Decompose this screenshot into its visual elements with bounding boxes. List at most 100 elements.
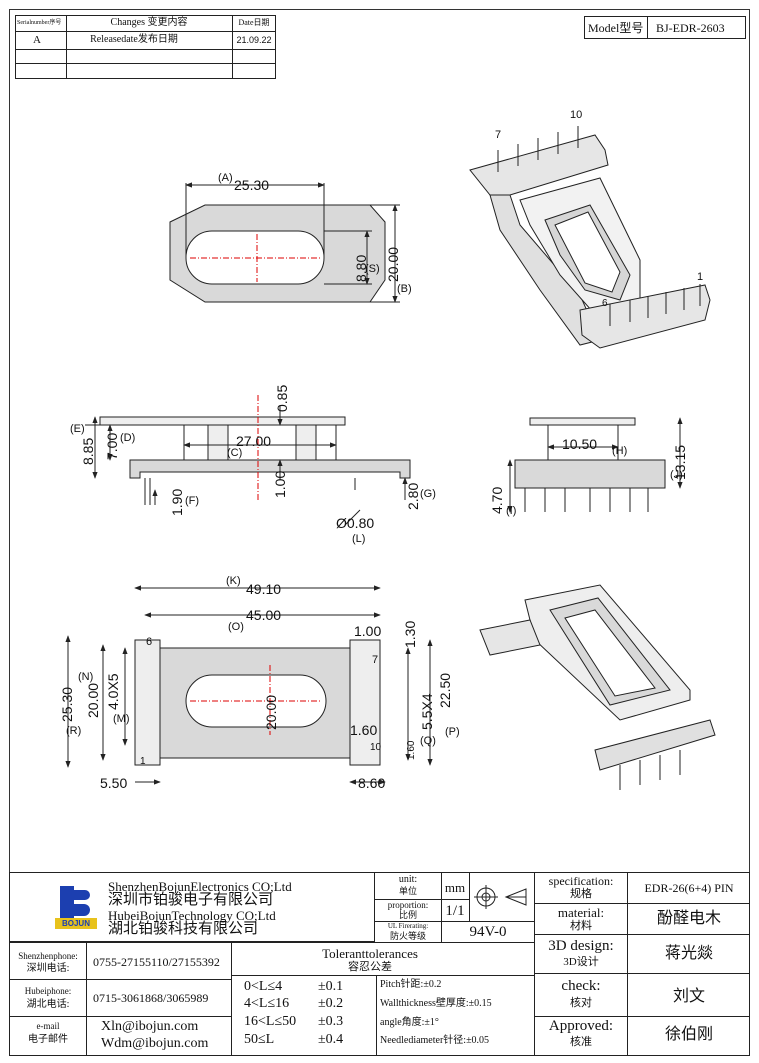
bottom-view [65,585,433,785]
dim-i-label: (I) [506,505,516,517]
dim-g-value: 2.80 [405,483,421,510]
detail-f: 8.60 [358,775,385,791]
dim-a-value: 25.30 [234,177,269,193]
check-cn: 核对 [570,997,592,1009]
dim-l-value: Ø0.80 [336,515,374,531]
tol-value-3: ±0.4 [318,1032,344,1047]
sz-phone-cn: 深圳电话: [26,963,70,974]
dim-top-value: 0.85 [274,385,290,412]
dim-r-label: (R) [66,725,81,737]
iso-pin6: 6 [602,298,608,309]
projection-symbol-icon [474,885,527,909]
tol-title-en: Toleranttolerances [322,946,418,961]
isometric-bottom [479,584,716,790]
email-cn: 电子邮件 [28,1034,68,1045]
rev-serial: A [33,34,41,46]
bv-pin10: 10 [370,742,382,753]
note-wall: Wallthickness壁厚度:±0.15 [380,998,492,1009]
side-view [507,417,683,513]
model-label: Model型号 [588,21,644,35]
note-pitch: Pitch针距:±0.2 [380,979,442,990]
dim-n-label: (N) [78,671,93,683]
iso-pin10: 10 [570,109,582,121]
bv-pin1: 1 [140,756,146,767]
spec-value: EDR-26(6+4) PIN [644,881,734,895]
col-date-header: Date日期 [238,18,270,27]
front-view [85,395,411,526]
detail-b: 1.30 [402,621,418,648]
material-value: 酚醛电木 [656,910,722,927]
rev-change: Releasedate发布日期 [90,34,178,45]
col-serial-header: Serialnumber序号 [17,20,62,26]
dim-k-value: 49.10 [246,581,281,597]
note-angle: angle角度:±1° [380,1017,439,1028]
dim-n-value: 20.00 [85,683,101,718]
dim-b-value: 20.00 [385,247,401,282]
tol-range-1: 4<L≤16 [244,996,290,1011]
material-en: material: [557,905,605,920]
hb-phone: 0715-3061868/3065989 [93,991,209,1005]
dim-m-value: 4.0X5 [105,673,121,710]
bv-pin7: 7 [372,654,378,666]
approved-cn: 核准 [570,1036,592,1048]
email-en: e-mail [36,1021,60,1031]
company-logo: BOJUN [55,886,97,930]
dim-d-value: 7.00 [104,433,120,460]
dim-left-value: 5.50 [100,775,127,791]
detail-e: 1.60 [406,740,417,760]
top-view [169,182,400,303]
dim-e-value: 8.85 [80,438,96,465]
logo-text: BOJUN [55,918,97,929]
detail-c: 5.5X4 [419,693,435,730]
check-en: check: [561,978,601,994]
design-en: 3D design: [548,938,614,954]
dim-s-value: 8.80 [353,255,369,282]
dim-m-label: (M) [113,713,130,725]
isometric-top [469,126,711,349]
dim-c-label: (C) [227,447,242,459]
dim-o-value: 45.00 [246,607,281,623]
dim-mid-value: 1.00 [272,471,288,498]
company2-en: HubeiBojunTechnology CO;Ltd [108,908,276,923]
check-value: 刘文 [672,988,706,1005]
dim-j-value: 13.15 [672,445,688,480]
unit-value: mm [444,880,466,895]
email-1: Xln@ibojun.com [101,1019,199,1034]
dim-j-label: (J) [670,469,683,481]
proportion-cn: 比例 [398,910,418,920]
dim-c-value: 27.00 [236,433,271,449]
rev-date: 21.09.22 [236,35,272,45]
iso-pin1: 1 [697,271,703,283]
sz-phone: 0755-27155110/27155392 [93,955,220,969]
ul-en: UL Firerating: [387,922,429,930]
tol-range-2: 16<L≤50 [244,1014,297,1029]
iso-pin7: 7 [495,129,501,141]
tol-range-3: 50≤L [244,1032,275,1047]
design-value: 蒋光燚 [664,945,714,962]
technical-drawing: (A) 25.30 (S) (B) 8.80 20.00 7 10 1 6 (E… [59,109,716,791]
dim-i-value: 4.70 [489,487,505,514]
dim-l-label: (L) [352,533,365,545]
company-cn: 深圳市铂骏电子有限公司 [108,892,274,908]
ul-value: 94V-0 [469,924,507,940]
hb-phone-en: Hubeiphone: [24,986,72,996]
ul-cn: 防火等级 [389,931,427,941]
design-cn: 3D设计 [563,956,599,968]
unit-label-en: unit: [398,874,418,885]
company2-cn: 湖北铂骏科技有限公司 [108,921,259,937]
note-needle: Needlediameter针径:±0.05 [380,1035,490,1046]
col-changes-header: Changes 变更内容 [110,17,188,28]
spec-en: specification: [548,874,614,888]
dim-h-label: (H) [612,445,627,457]
dim-h-value: 10.50 [562,436,597,452]
dim-g-label: (G) [420,488,436,500]
material-cn: 材料 [570,920,592,932]
model-value: BJ-EDR-2603 [656,21,725,35]
bv-pin6: 6 [146,636,152,648]
approved-value: 徐伯刚 [664,1026,714,1043]
dim-f-value: 1.90 [169,489,185,516]
detail-a: 1.00 [354,623,381,639]
hb-phone-cn: 湖北电话: [26,999,70,1010]
proportion-value: 1/1 [445,903,465,919]
dim-r-value: 25.30 [59,687,75,722]
